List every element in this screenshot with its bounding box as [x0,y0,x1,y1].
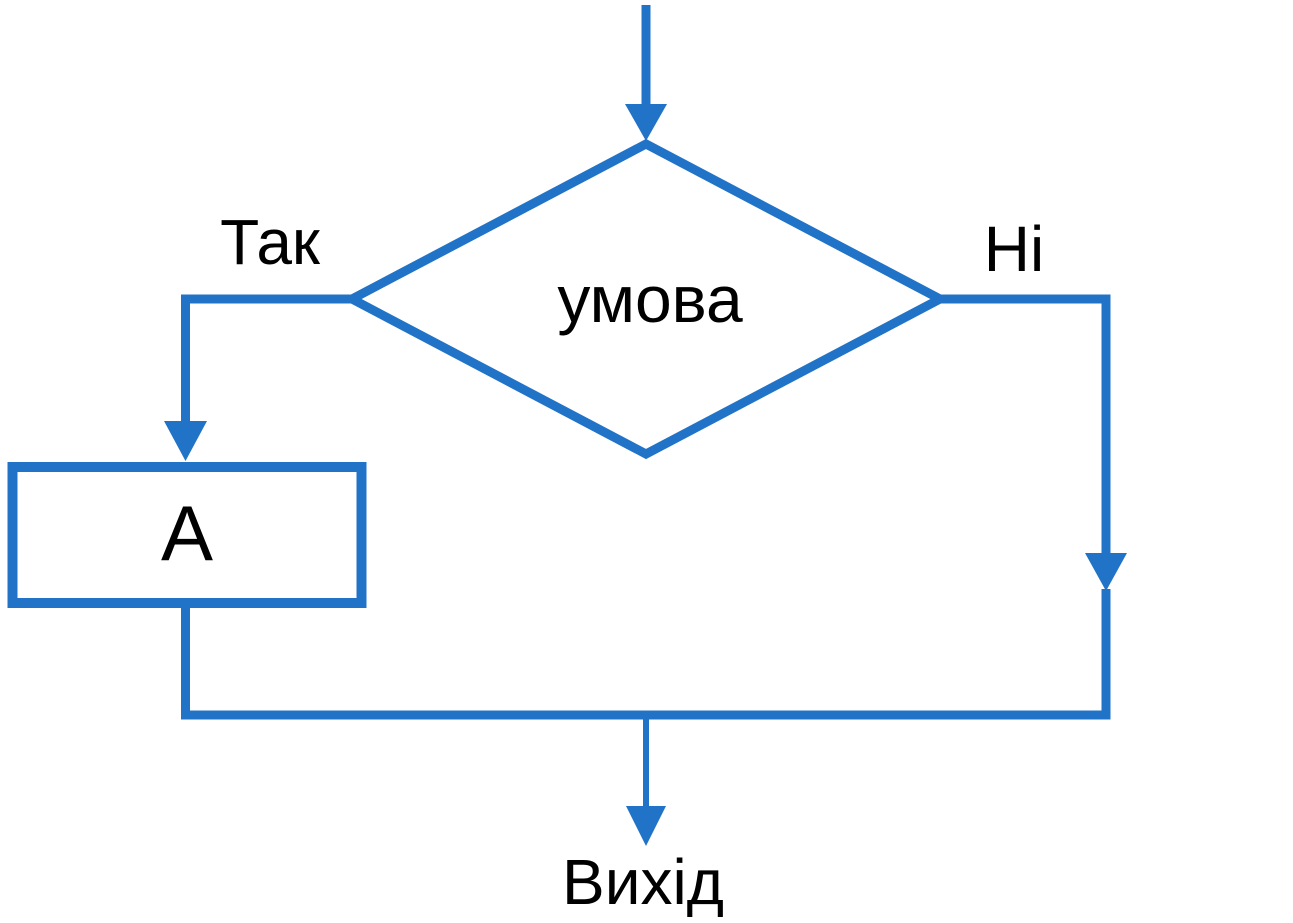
condition-diamond-shape [342,138,950,460]
no-branch-label: Ні [984,213,1044,285]
no-branch-connector [936,294,1127,711]
process-label: А [161,489,213,577]
exit-arrowhead-icon [626,806,666,846]
yes-arrowhead-icon [164,421,207,461]
condition-label: умова [557,262,743,336]
no-branch-line [936,294,1111,554]
process-node: А [7,462,367,608]
yes-branch-label: Так [220,206,321,278]
merge-line [181,604,1111,720]
exit-connector [626,715,666,846]
yes-branch-line [181,294,354,423]
incoming-arrowhead-icon [625,104,667,141]
yes-branch-connector [164,294,354,461]
incoming-connector [625,5,667,141]
exit-label: Вихід [562,846,724,918]
process-rect-shape [7,462,367,608]
merge-connector [181,604,1111,720]
condition-node: умова [342,138,950,460]
no-arrowhead-icon [1085,553,1127,591]
